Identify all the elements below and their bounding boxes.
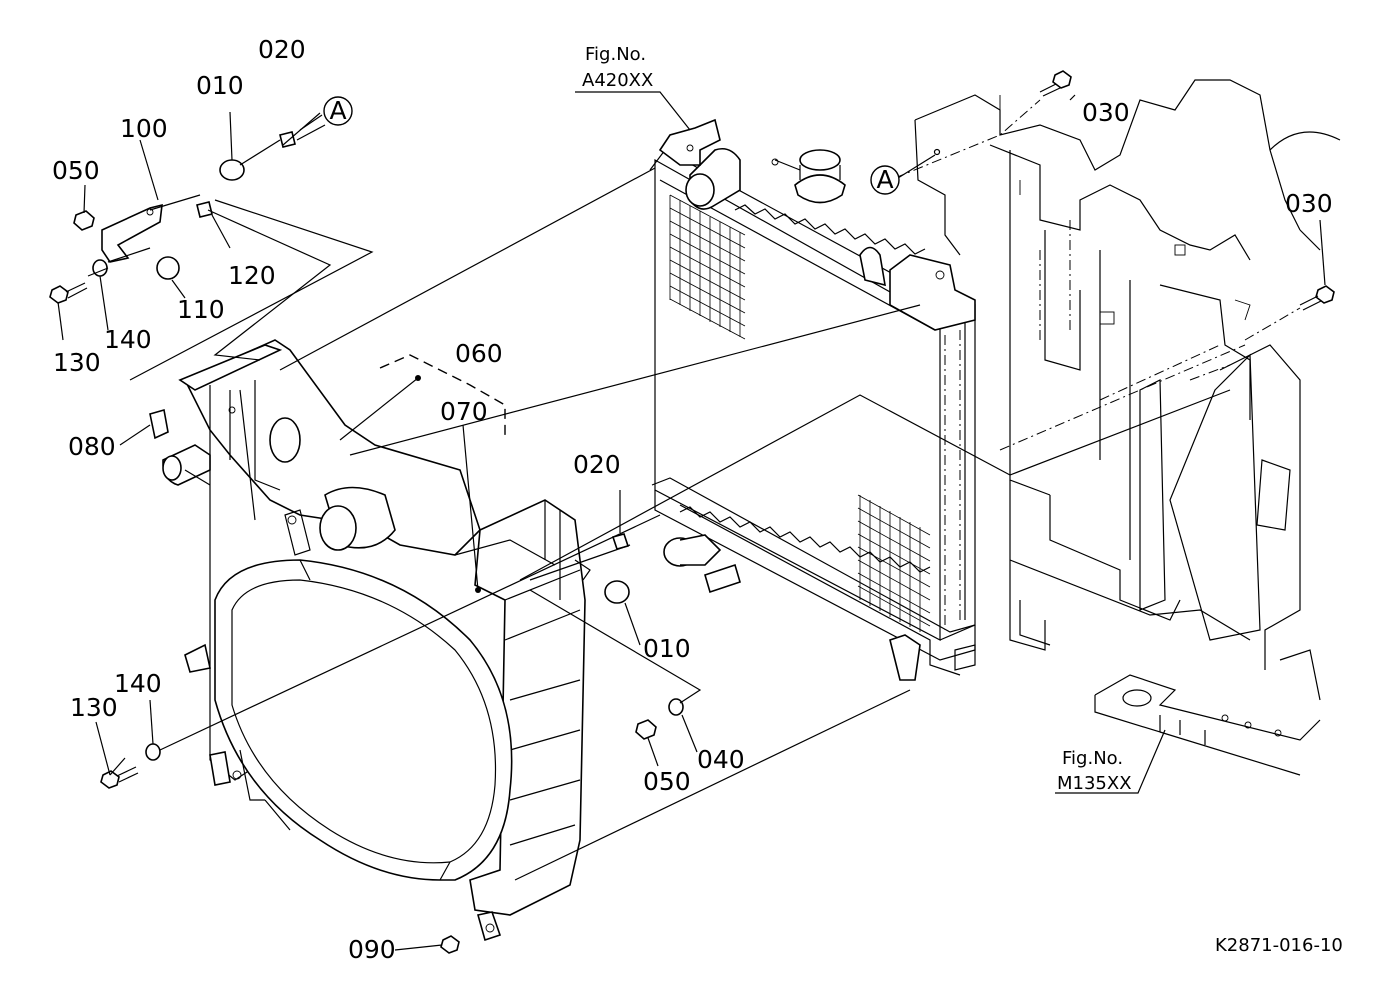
fan-shroud	[162, 339, 591, 942]
figure-reference-top: Fig.No. A420XX	[582, 44, 653, 91]
callout-070: 070	[440, 397, 488, 426]
callout-010-mid: 010	[643, 634, 691, 663]
callout-030-right: 030	[1285, 189, 1333, 218]
callout-050-mid: 050	[643, 767, 691, 796]
callout-labels: 020 010 100 050 120 110 140 130 060 070 …	[52, 35, 1333, 964]
svg-text:A420XX: A420XX	[582, 70, 653, 91]
frame-assembly	[914, 79, 1341, 776]
callout-080: 080	[68, 432, 116, 461]
callout-050-top: 050	[52, 156, 100, 185]
svg-text:Fig.No.: Fig.No.	[585, 44, 646, 65]
reference-marker-a-frame: A	[870, 165, 900, 195]
callout-030-top: 030	[1082, 98, 1130, 127]
svg-text:A: A	[329, 96, 346, 125]
callout-140-top: 140	[104, 325, 152, 354]
svg-text:M135XX: M135XX	[1057, 773, 1132, 794]
drawing-code: K2871-016-10	[1215, 935, 1343, 956]
callout-060: 060	[455, 339, 503, 368]
svg-text:Fig.No.: Fig.No.	[1062, 748, 1123, 769]
callout-130-bottom: 130	[70, 693, 118, 722]
callout-040: 040	[697, 745, 745, 774]
radiator	[649, 118, 976, 681]
reference-marker-a-top: A	[323, 96, 353, 126]
callout-090: 090	[348, 935, 396, 964]
callout-010-top: 010	[196, 71, 244, 100]
callout-020-top: 020	[258, 35, 306, 64]
callout-120: 120	[228, 261, 276, 290]
callout-100: 100	[120, 114, 168, 143]
callout-140-bottom: 140	[114, 669, 162, 698]
svg-text:A: A	[876, 165, 893, 194]
figure-reference-bottom: Fig.No. M135XX	[1057, 748, 1132, 794]
callout-110: 110	[177, 295, 225, 324]
callout-130-top: 130	[53, 348, 101, 377]
leader-lines	[57, 91, 1326, 951]
callout-020-mid: 020	[573, 450, 621, 479]
small-parts	[49, 70, 1335, 954]
